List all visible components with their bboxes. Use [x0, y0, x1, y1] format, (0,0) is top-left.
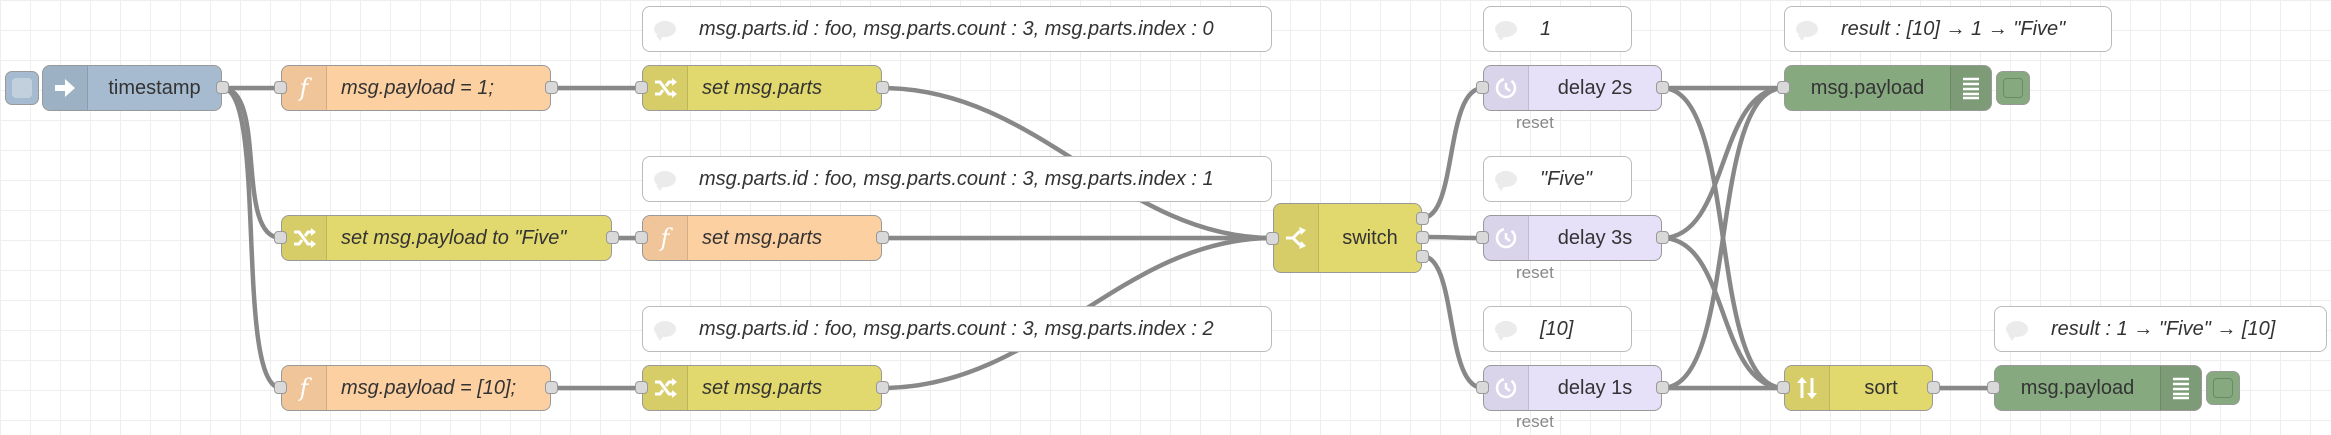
inject-trigger-button[interactable]	[5, 71, 39, 105]
comment-parts-index1[interactable]: msg.parts.id : foo, msg.parts.count : 3,…	[642, 156, 1272, 202]
svg-text:f: f	[298, 374, 313, 402]
node-status-text: reset	[1516, 263, 1554, 282]
node-set-parts-mid[interactable]: f set msg.parts	[635, 215, 889, 261]
clock-icon	[1484, 66, 1529, 110]
shuffle-icon	[643, 66, 688, 110]
wire-delay3s-sort	[1661, 235, 1785, 391]
input-port[interactable]	[1476, 231, 1489, 244]
input-port[interactable]	[274, 231, 287, 244]
input-port[interactable]	[1987, 381, 2000, 394]
node-delay-3s[interactable]: delay 3s	[1476, 215, 1669, 261]
wire-switch-delay3s	[1421, 234, 1484, 241]
node-sort[interactable]: sort	[1777, 365, 1940, 411]
list-icon	[1950, 66, 1991, 110]
node-debug-top[interactable]: msg.payload	[1777, 65, 1992, 111]
output-port[interactable]	[1656, 231, 1669, 244]
node-debug-bottom[interactable]: msg.payload	[1987, 365, 2202, 411]
comment-val-five[interactable]: "Five"	[1483, 156, 1632, 202]
output-port[interactable]	[1656, 381, 1669, 394]
output-port-1[interactable]	[1416, 212, 1429, 225]
input-port[interactable]	[274, 381, 287, 394]
node-set-parts-top[interactable]: set msg.parts	[635, 65, 889, 111]
svg-text:f: f	[659, 224, 674, 252]
comment-icon	[1785, 7, 1829, 51]
output-port-2[interactable]	[1416, 231, 1429, 244]
wire-timestamp-fn10	[221, 85, 282, 391]
comment-icon	[643, 307, 687, 351]
comment-icon	[1995, 307, 2039, 351]
output-port[interactable]	[545, 81, 558, 94]
node-function-payload-1[interactable]: f msg.payload = 1;	[274, 65, 558, 111]
wire-switch-delay2s	[1421, 85, 1484, 221]
input-port[interactable]	[1476, 381, 1489, 394]
node-set-parts-bottom[interactable]: set msg.parts	[635, 365, 889, 411]
switch-icon	[1274, 204, 1319, 272]
output-port[interactable]	[545, 381, 558, 394]
node-timestamp-inject[interactable]: timestamp	[42, 65, 229, 111]
input-port[interactable]	[1777, 81, 1790, 94]
input-port[interactable]	[635, 381, 648, 394]
node-delay-1s[interactable]: delay 1s	[1476, 365, 1669, 411]
output-port[interactable]	[216, 81, 229, 94]
input-port[interactable]	[635, 231, 648, 244]
comment-parts-index2[interactable]: msg.parts.id : foo, msg.parts.count : 3,…	[642, 306, 1272, 352]
sort-icon	[1785, 366, 1830, 410]
clock-icon	[1484, 216, 1529, 260]
comment-icon	[643, 7, 687, 51]
output-port-3[interactable]	[1416, 250, 1429, 263]
wire-delay3s-debug	[1661, 85, 1785, 241]
comment-result-top[interactable]: result : [10] → 1 → "Five"	[1784, 6, 2112, 52]
output-port[interactable]	[606, 231, 619, 244]
function-icon: f	[643, 216, 688, 260]
node-status-text: reset	[1516, 412, 1554, 431]
wire-delay1s-debug	[1661, 85, 1785, 391]
comment-icon	[1484, 307, 1528, 351]
input-port[interactable]	[1476, 81, 1489, 94]
function-icon: f	[282, 366, 327, 410]
debug-toggle-button[interactable]	[1996, 71, 2030, 105]
list-icon	[2160, 366, 2201, 410]
shuffle-icon	[643, 366, 688, 410]
comment-icon	[1484, 7, 1528, 51]
node-change-payload-five[interactable]: set msg.payload to "Five"	[274, 215, 619, 261]
comment-result-bottom[interactable]: result : 1 → "Five" → [10]	[1994, 306, 2327, 352]
comment-parts-index0[interactable]: msg.parts.id : foo, msg.parts.count : 3,…	[642, 6, 1272, 52]
comment-val-10[interactable]: [10]	[1483, 306, 1632, 352]
output-port[interactable]	[876, 381, 889, 394]
node-function-payload-10[interactable]: f msg.payload = [10];	[274, 365, 558, 411]
input-port[interactable]	[1777, 381, 1790, 394]
clock-icon	[1484, 366, 1529, 410]
node-status-text: reset	[1516, 113, 1554, 132]
output-port[interactable]	[1656, 81, 1669, 94]
svg-text:f: f	[298, 74, 313, 102]
input-port[interactable]	[635, 81, 648, 94]
wire-timestamp-change	[221, 85, 282, 241]
input-port[interactable]	[274, 81, 287, 94]
shuffle-icon	[282, 216, 327, 260]
output-port[interactable]	[876, 81, 889, 94]
node-switch[interactable]: switch	[1266, 203, 1429, 273]
input-port[interactable]	[1266, 232, 1279, 245]
output-port[interactable]	[876, 231, 889, 244]
comment-icon	[643, 157, 687, 201]
wire-switch-delay1s	[1421, 253, 1484, 391]
output-port[interactable]	[1927, 381, 1940, 394]
comment-val-1[interactable]: 1	[1483, 6, 1632, 52]
debug-toggle-button[interactable]	[2206, 371, 2240, 405]
arrow-in-icon	[43, 66, 88, 110]
function-icon: f	[282, 66, 327, 110]
node-delay-2s[interactable]: delay 2s	[1476, 65, 1669, 111]
comment-icon	[1484, 157, 1528, 201]
